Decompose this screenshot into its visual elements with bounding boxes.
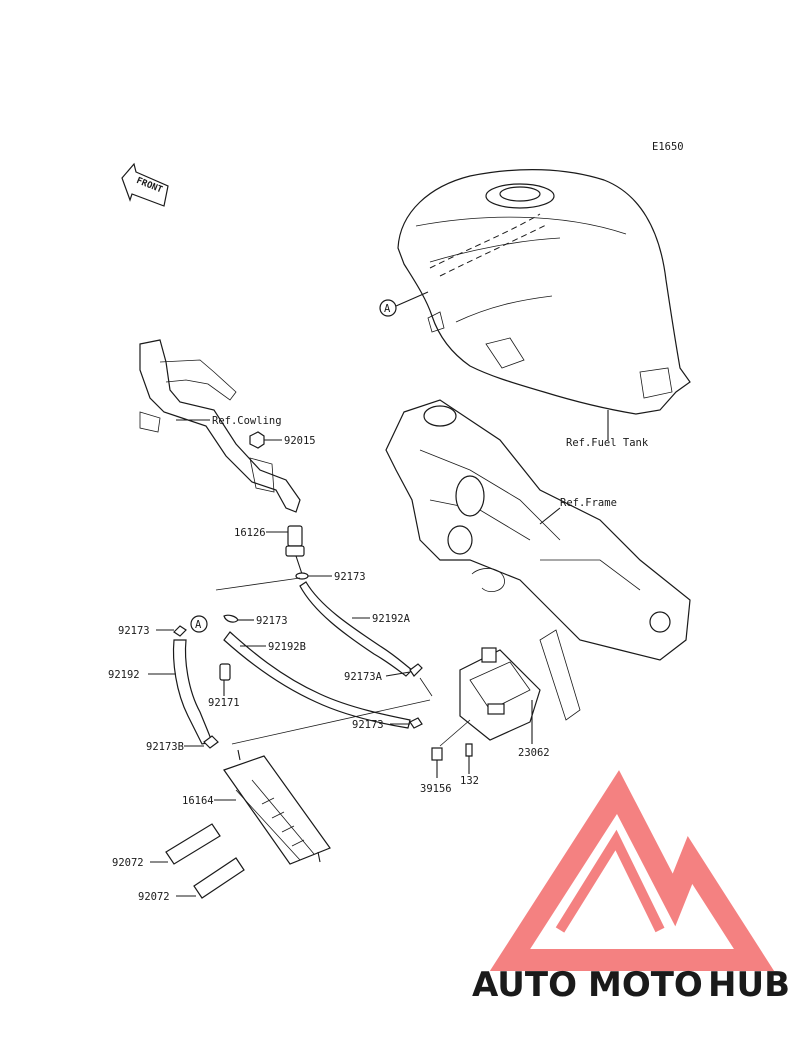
- label-92192B: 92192B: [268, 641, 306, 653]
- ref-fuel-tank-label: Ref.Fuel Tank: [566, 437, 649, 449]
- label-23062: 23062: [518, 747, 550, 759]
- label-39156: 39156: [420, 783, 452, 795]
- label-92072-a: 92072: [112, 857, 144, 869]
- part-16126-valve: [285, 525, 305, 575]
- label-92173B: 92173B: [146, 741, 184, 753]
- label-92192A: 92192A: [372, 613, 411, 625]
- part-92173B-clamp: [203, 735, 219, 749]
- diagram-code: E1650: [652, 141, 684, 153]
- part-23062-valve: [459, 629, 581, 741]
- label-92173-low: 92173: [352, 719, 384, 731]
- part-92015-nut: [249, 431, 265, 449]
- label-132: 132: [460, 775, 479, 787]
- brand-auto: AUTO: [472, 965, 577, 1005]
- fuel-tank-outline: [397, 169, 691, 415]
- callout-a-hose: [190, 615, 208, 633]
- part-16164-canister: [223, 749, 331, 865]
- part-92173-clamp-low: [409, 717, 423, 729]
- frame-outline: [385, 399, 691, 661]
- callout-a-hose-label: A: [195, 619, 202, 631]
- part-39156: [431, 747, 443, 761]
- label-92173-top: 92173: [334, 571, 366, 583]
- part-92072-band-b: [193, 857, 245, 899]
- front-arrow-icon: FRONT: [121, 162, 169, 207]
- label-92173-mid: 92173: [256, 615, 288, 627]
- label-16164: 16164: [182, 795, 214, 807]
- part-92192B-hose: [223, 631, 411, 729]
- label-92173-left: 92173: [118, 625, 150, 637]
- label-92173A: 92173A: [344, 671, 383, 683]
- cowling-bracket: [139, 339, 301, 513]
- part-92192-hose: [172, 639, 213, 745]
- label-92192: 92192: [108, 669, 140, 681]
- label-92171: 92171: [208, 697, 240, 709]
- part-92171-clip: [219, 663, 231, 681]
- automotohub-logo: AUTO MOTO HUB: [472, 770, 790, 1005]
- label-92072-b: 92072: [138, 891, 170, 903]
- part-132-bolt: [465, 743, 473, 757]
- brand-moto: MOTO: [588, 965, 703, 1005]
- label-16126: 16126: [234, 527, 266, 539]
- label-92015: 92015: [284, 435, 316, 447]
- callout-a-tank: [379, 299, 397, 317]
- part-92192A-hose: [299, 581, 413, 677]
- ref-cowling-label: Ref.Cowling: [212, 415, 282, 427]
- part-92173-clamp-mid: [223, 614, 239, 623]
- part-92173A-clamp: [409, 663, 423, 677]
- callout-a-tank-label: A: [384, 303, 391, 315]
- brand-hub: HUB: [708, 965, 790, 1005]
- part-92173-clamp-left: [173, 625, 187, 637]
- ref-frame-label: Ref.Frame: [560, 497, 617, 509]
- part-92072-band-a: [165, 823, 221, 865]
